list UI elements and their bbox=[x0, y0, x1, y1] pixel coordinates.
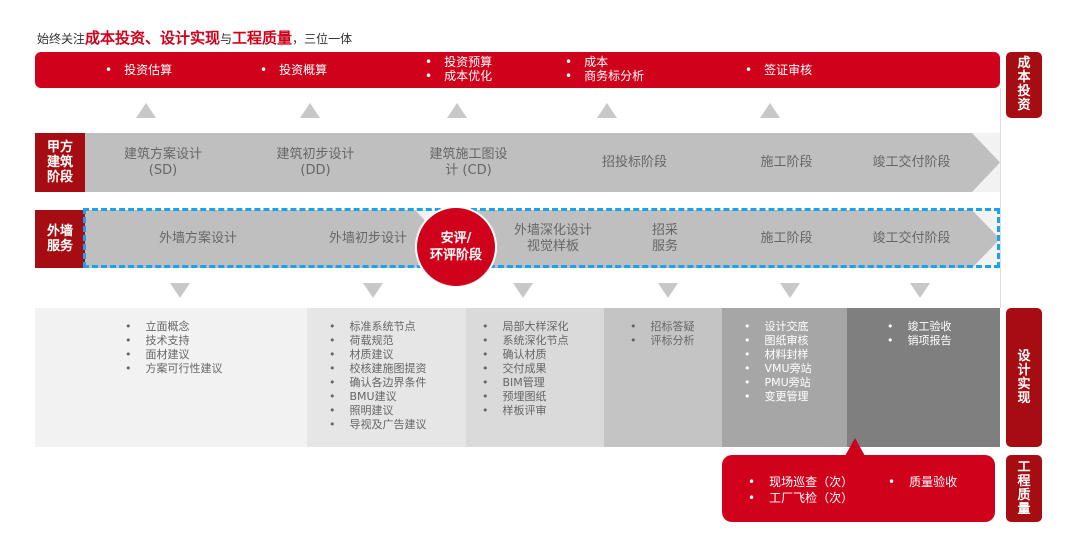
title-prefix: 始终关注 bbox=[37, 32, 86, 46]
arrow-down-icon bbox=[910, 283, 930, 298]
list-item: 校核建施图提资 bbox=[329, 362, 466, 376]
title-highlight-2: 工程质量 bbox=[232, 29, 293, 47]
arrow-up-icon bbox=[136, 103, 156, 118]
cost-item: 投资估算 bbox=[105, 63, 172, 77]
page-title: 始终关注成本投资、设计实现与工程质量，三位一体 bbox=[37, 27, 352, 48]
side-label-quality: 工程质量 bbox=[1006, 455, 1042, 522]
list-item: 方案可行性建议 bbox=[125, 362, 307, 376]
list-item: 确认各边界条件 bbox=[329, 376, 466, 390]
list-item: 交付成果 bbox=[482, 362, 604, 376]
side-label-design: 设计实现 bbox=[1006, 308, 1042, 447]
list-item: 照明建议 bbox=[329, 404, 466, 418]
arrow-down-icon bbox=[658, 283, 678, 298]
divider bbox=[1000, 88, 1001, 308]
quality-list-2: 质量验收 bbox=[888, 474, 957, 490]
design-panel-procurement: 招标答疑评标分析 bbox=[604, 308, 722, 447]
list-item: 招标答疑 bbox=[630, 320, 722, 334]
list-item: 投资预算 bbox=[425, 55, 492, 69]
list-item: 样板评审 bbox=[482, 404, 604, 418]
list-item: 面材建议 bbox=[125, 348, 307, 362]
quality-list-1: 现场巡查（次）工厂飞检（次） bbox=[748, 474, 853, 506]
list-item: 设计交底 bbox=[744, 320, 847, 334]
list-item: 投资估算 bbox=[105, 63, 172, 77]
list-item: PMU旁站 bbox=[744, 376, 847, 390]
list-item: 确认材质 bbox=[482, 348, 604, 362]
cost-item: 投资概算 bbox=[260, 63, 327, 77]
design-panel-scheme: 立面概念技术支持面材建议方案可行性建议 bbox=[35, 308, 307, 447]
arrow-up-icon bbox=[597, 103, 617, 118]
list-item: 质量验收 bbox=[888, 474, 957, 490]
stage-bidding: 招投标阶段 bbox=[543, 133, 750, 192]
list-item: 成本 bbox=[565, 55, 644, 69]
design-panel-detail: 局部大样深化系统深化节点确认材质交付成果BIM管理预埋图纸样板评审 bbox=[466, 308, 604, 447]
list-item: 材质建议 bbox=[329, 348, 466, 362]
cost-item: 投资预算成本优化 bbox=[425, 55, 492, 83]
arrow-up-icon bbox=[447, 103, 467, 118]
list-item: 商务标分析 bbox=[565, 69, 644, 83]
list-item: 导视及广告建议 bbox=[329, 418, 466, 432]
list-item: 材料封样 bbox=[744, 348, 847, 362]
safety-env-stage-badge: 安评/ 环评阶段 bbox=[415, 206, 497, 288]
row1-label: 甲方建筑阶段 bbox=[35, 133, 85, 192]
quality-box: 现场巡查（次）工厂飞检（次） 质量验收 bbox=[722, 455, 995, 522]
arrow-down-icon bbox=[170, 283, 190, 298]
list-item: BIM管理 bbox=[482, 376, 604, 390]
list-item: 预埋图纸 bbox=[482, 390, 604, 404]
row2-label: 外墙服务 bbox=[35, 210, 85, 268]
arrow-up-icon bbox=[300, 103, 320, 118]
list-item: VMU旁站 bbox=[744, 362, 847, 376]
title-mid: 与 bbox=[220, 32, 233, 46]
list-item: 标准系统节点 bbox=[329, 320, 466, 334]
cost-bar: 投资估算 投资概算 投资预算成本优化 成本商务标分析 签证审核 bbox=[35, 52, 1000, 88]
design-panel-delivery: 竣工验收销项报告 bbox=[847, 308, 1000, 447]
cost-item: 成本商务标分析 bbox=[565, 55, 644, 83]
arrow-up-icon bbox=[760, 103, 780, 118]
list-item: 荷载规范 bbox=[329, 334, 466, 348]
facade-stage-delivery: 竣工交付阶段 bbox=[847, 210, 1000, 268]
list-item: 竣工验收 bbox=[887, 320, 1000, 334]
list-item: 立面概念 bbox=[125, 320, 307, 334]
stage-cd: 建筑施工图设 计 (CD) bbox=[390, 133, 571, 192]
list-item: 技术支持 bbox=[125, 334, 307, 348]
arrow-down-icon bbox=[363, 283, 383, 298]
list-item: 评标分析 bbox=[630, 334, 722, 348]
arrow-down-icon bbox=[513, 283, 533, 298]
list-item: 投资概算 bbox=[260, 63, 327, 77]
cost-item: 签证审核 bbox=[745, 63, 812, 77]
arrow-down-icon bbox=[780, 283, 800, 298]
design-panel-prelim: 标准系统节点荷载规范材质建议校核建施图提资确认各边界条件BMU建议照明建议导视及… bbox=[307, 308, 466, 447]
list-item: 签证审核 bbox=[745, 63, 812, 77]
list-item: 系统深化节点 bbox=[482, 334, 604, 348]
list-item: 工厂飞检（次） bbox=[748, 490, 853, 506]
callout-pointer bbox=[845, 438, 865, 456]
stage-delivery: 竣工交付阶段 bbox=[847, 133, 1000, 192]
list-item: BMU建议 bbox=[329, 390, 466, 404]
list-item: 局部大样深化 bbox=[482, 320, 604, 334]
list-item: 变更管理 bbox=[744, 390, 847, 404]
facade-stage-scheme: 外墙方案设计 bbox=[85, 210, 335, 268]
side-label-cost: 成本投资 bbox=[1006, 52, 1042, 118]
stage-dd: 建筑初步设计 (DD) bbox=[237, 133, 418, 192]
list-item: 现场巡查（次） bbox=[748, 474, 853, 490]
list-item: 销项报告 bbox=[887, 334, 1000, 348]
title-suffix: ，三位一体 bbox=[292, 32, 353, 46]
list-item: 图纸审核 bbox=[744, 334, 847, 348]
design-panel-construction: 设计交底图纸审核材料封样VMU旁站PMU旁站变更管理 bbox=[722, 308, 847, 447]
title-highlight-1: 成本投资、设计实现 bbox=[85, 29, 221, 47]
stage-sd: 建筑方案设计 (SD) bbox=[85, 133, 265, 192]
list-item: 成本优化 bbox=[425, 69, 492, 83]
dashed-highlight bbox=[83, 208, 1000, 268]
